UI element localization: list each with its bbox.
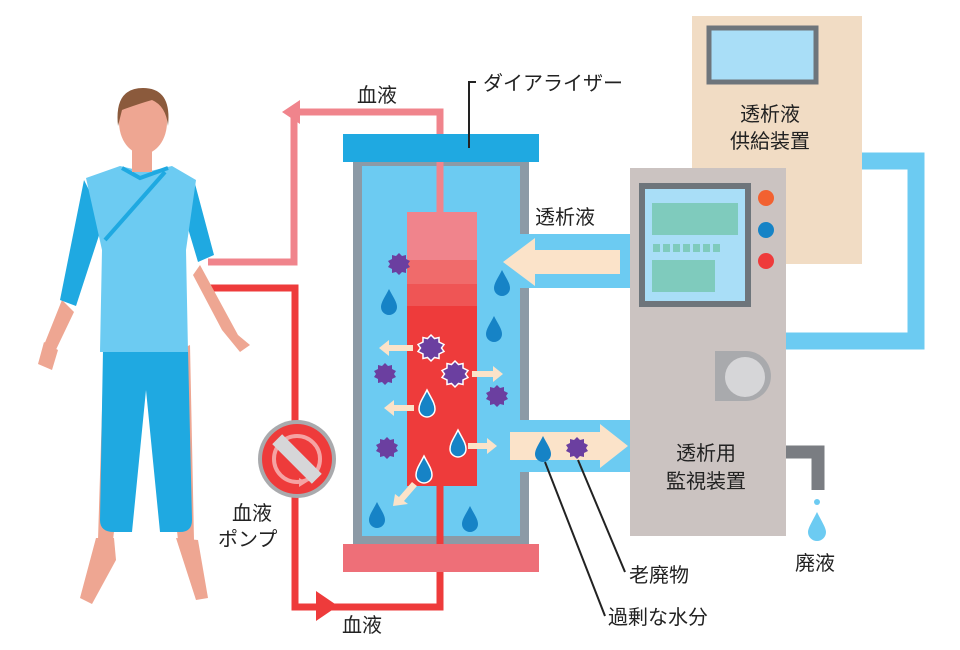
waste-drop-small (814, 499, 820, 505)
water-callout-line (544, 461, 606, 617)
supply-unit-label-line2: 供給装置 (730, 129, 810, 153)
blood-core (407, 306, 477, 486)
supply-unit-screen (706, 25, 819, 85)
gown (86, 166, 196, 352)
dialyzer-label: ダイアライザー (483, 71, 623, 95)
patient-figure (38, 88, 250, 604)
dialyzer-bottom-cap (343, 544, 539, 572)
blood-core-top (407, 212, 477, 262)
hair (117, 88, 169, 126)
dialyzer-callout-line (468, 81, 476, 148)
indicator-light-red (758, 253, 774, 269)
dialysate-label: 透析液 (535, 205, 595, 229)
indicator-light-orange (758, 190, 774, 206)
waste-fluid-label: 廃液 (795, 551, 835, 575)
monitoring-unit: 透析用 監視装置 (630, 168, 786, 536)
blood-in-label: 血液 (342, 613, 382, 637)
pants (100, 350, 192, 532)
monitor-screen-dots (653, 244, 720, 252)
drain-pipe (786, 445, 825, 490)
foot-right (176, 538, 208, 600)
monitor-label-line1: 透析用 (676, 441, 736, 465)
supply-unit-label-line1: 透析液 (740, 102, 800, 126)
blood-pump (258, 420, 336, 498)
waste-callout-line (577, 459, 626, 573)
blood-out-label: 血液 (357, 83, 397, 107)
monitor-dial (725, 357, 765, 397)
hand-left (38, 342, 58, 370)
blood-pump-label-line1: 血液 (232, 501, 272, 525)
sleeve-left (60, 180, 104, 306)
pump-rotor (272, 434, 322, 484)
blood-pump-label-line2: ポンプ (218, 527, 277, 551)
dialysate-inflow-arrow (503, 238, 620, 286)
monitor-label-line2: 監視装置 (666, 469, 746, 493)
indicator-light-blue (758, 222, 774, 238)
supply-pipe (785, 152, 925, 350)
dialysate-inflow (503, 234, 632, 288)
excess-water-label: 過剰な水分 (608, 605, 708, 629)
venous-arrow-head (282, 100, 300, 124)
foot-left (80, 538, 116, 604)
dialyzer-top-cap (343, 134, 539, 162)
waste-drop-icon (808, 512, 826, 541)
waste-products-label: 老廃物 (629, 563, 689, 587)
arterial-arrow-head (316, 591, 338, 621)
diffusion-arrows (379, 340, 503, 506)
